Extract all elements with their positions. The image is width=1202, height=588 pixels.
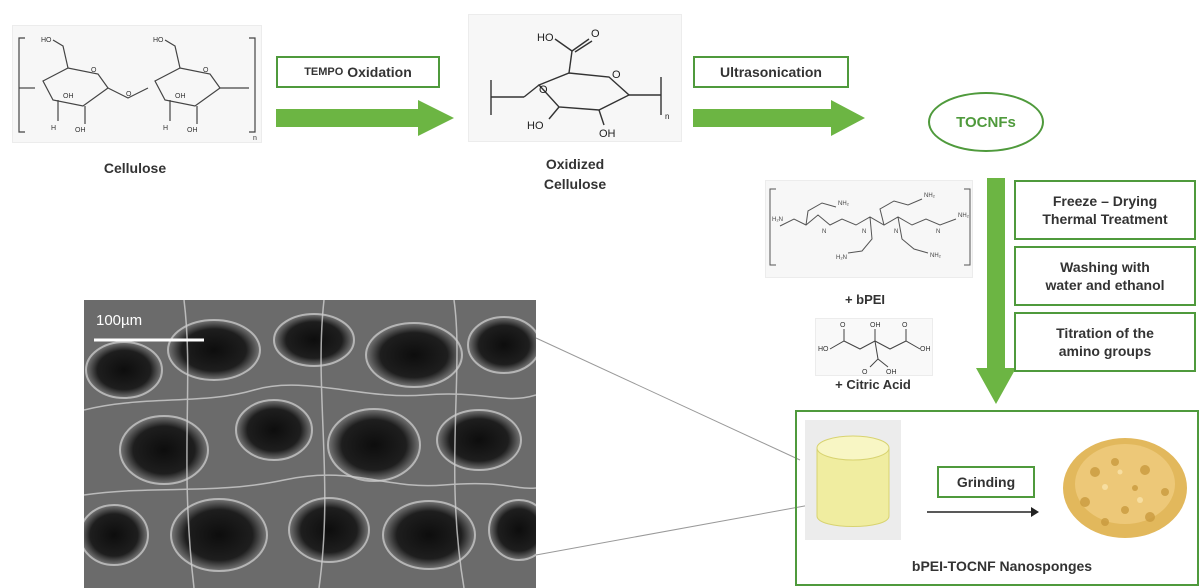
citric-acid-label: + Citric Acid [835, 377, 911, 392]
svg-text:OH: OH [870, 322, 881, 329]
svg-text:n: n [665, 112, 669, 121]
cellulose-label: Cellulose [103, 160, 167, 176]
cellulose-structure: HO HO O O O OH OH H OH H OH n [12, 25, 262, 143]
product-box: Grinding bPEI-TOCNF Nanosponges [795, 410, 1199, 586]
scale-bar-label: 100µm [96, 312, 143, 329]
svg-text:NH₂: NH₂ [924, 193, 936, 199]
svg-text:O: O [539, 84, 548, 96]
svg-text:N: N [936, 229, 940, 235]
bpei-label: + bPEI [844, 292, 886, 307]
ultrasonication-label: Ultrasonication [720, 63, 822, 80]
svg-text:O: O [840, 322, 846, 329]
arrow-right-icon [693, 100, 865, 136]
svg-text:OH: OH [886, 369, 897, 375]
sponge-cylinder [805, 420, 901, 540]
grinding-label: Grinding [956, 473, 1016, 490]
svg-text:O: O [126, 91, 132, 98]
svg-text:HO: HO [41, 37, 52, 44]
svg-text:NH₂: NH₂ [838, 201, 850, 207]
svg-text:O: O [591, 28, 600, 40]
citric-acid-structure: HO O O OH OH O OH [815, 318, 933, 376]
product-label: bPEI-TOCNF Nanosponges [911, 558, 1093, 574]
tocnfs-label: TOCNFs [956, 113, 1016, 131]
svg-text:OH: OH [599, 128, 616, 140]
svg-text:OH: OH [63, 93, 74, 100]
svg-text:NH₂: NH₂ [930, 253, 942, 259]
svg-text:O: O [203, 67, 209, 74]
svg-text:HO: HO [153, 37, 164, 44]
svg-text:OH: OH [187, 127, 198, 134]
tempo-prefix: TEMPO [304, 65, 344, 78]
washing-label: Washing with water and ethanol [1045, 258, 1165, 293]
svg-text:H: H [51, 125, 56, 132]
svg-text:N: N [862, 229, 866, 235]
ground-powder [1063, 438, 1187, 538]
arrow-down-icon [976, 178, 1016, 404]
svg-text:NH₂: NH₂ [958, 213, 970, 219]
grinding-box: Grinding [937, 466, 1035, 498]
svg-text:HO: HO [537, 32, 554, 44]
svg-text:OH: OH [75, 127, 86, 134]
svg-text:O: O [902, 322, 908, 329]
svg-text:N: N [822, 229, 826, 235]
svg-text:H₂N: H₂N [836, 255, 847, 261]
tempo-oxidation-box: TEMPO Oxidation [276, 56, 440, 88]
tocnfs-ellipse: TOCNFs [928, 92, 1044, 152]
freeze-drying-label: Freeze – Drying Thermal Treatment [1042, 192, 1168, 227]
svg-text:OH: OH [175, 93, 186, 100]
tempo-suffix: Oxidation [343, 63, 412, 80]
arrow-right-icon [276, 100, 454, 136]
oxidized-cellulose-label: Oxidized Cellulose [543, 156, 607, 192]
arrow-right-icon [927, 507, 1039, 517]
bpei-structure: H₂N NH₂ NH₂ NH₂ H₂N NH₂ N N N N [765, 180, 973, 278]
svg-text:H₂N: H₂N [772, 217, 783, 223]
freeze-drying-box: Freeze – Drying Thermal Treatment [1014, 180, 1196, 240]
washing-box: Washing with water and ethanol [1014, 246, 1196, 306]
svg-text:n: n [253, 135, 257, 142]
svg-text:O: O [612, 69, 621, 81]
titration-box: Titration of the amino groups [1014, 312, 1196, 372]
svg-text:N: N [894, 229, 898, 235]
sem-micrograph: 100µm [84, 300, 536, 588]
svg-text:HO: HO [818, 346, 829, 353]
titration-label: Titration of the amino groups [1056, 324, 1154, 359]
svg-text:O: O [862, 369, 868, 375]
svg-text:OH: OH [920, 346, 931, 353]
svg-text:HO: HO [527, 120, 544, 132]
svg-text:O: O [91, 67, 97, 74]
ultrasonication-box: Ultrasonication [693, 56, 849, 88]
svg-text:H: H [163, 125, 168, 132]
oxidized-cellulose-structure: HO O O O HO OH n [468, 14, 682, 142]
